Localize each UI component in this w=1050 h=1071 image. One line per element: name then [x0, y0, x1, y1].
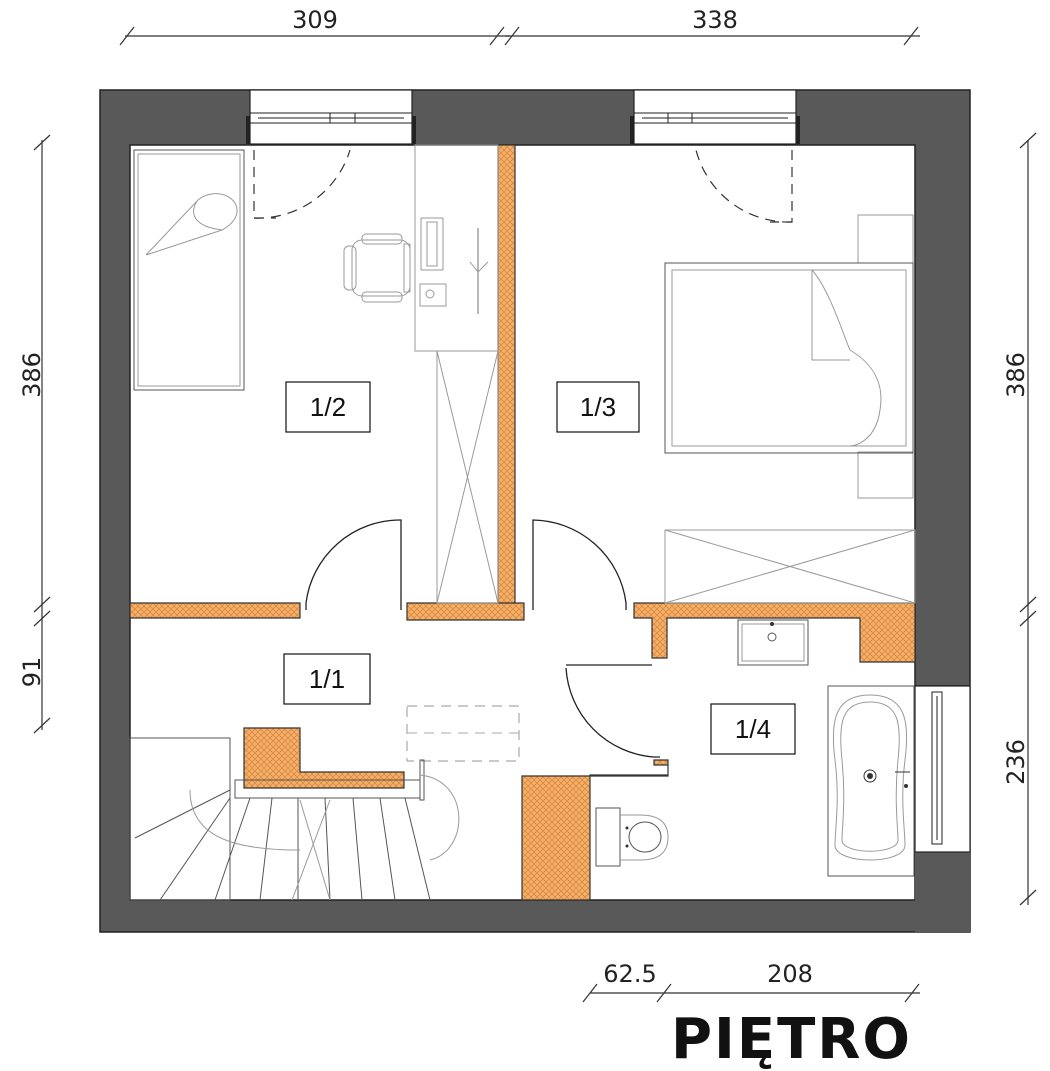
room-label-1-2: 1/2 — [285, 381, 371, 433]
svg-text:1/3: 1/3 — [580, 392, 616, 422]
office-chair — [343, 233, 411, 303]
dim-right-lower: 236 — [1002, 739, 1030, 785]
desk — [414, 144, 499, 352]
dim-bottom-left: 62.5 — [603, 960, 656, 988]
dim-bottom-right: 208 — [767, 960, 813, 988]
bed-double — [664, 214, 914, 499]
window-swing-right — [695, 149, 793, 223]
partition-walls — [129, 144, 916, 901]
dim-top-right: 338 — [692, 6, 738, 34]
dimension-lines — [33, 26, 1037, 1003]
room-label-1-4: 1/4 — [710, 703, 796, 755]
dim-top-left: 309 — [292, 6, 338, 34]
svg-text:1/1: 1/1 — [309, 664, 345, 694]
outer-wall-corner — [915, 852, 970, 932]
window-left — [246, 89, 416, 145]
washbasin — [737, 619, 809, 666]
door-room-13 — [532, 519, 627, 610]
wardrobe-right — [664, 529, 916, 604]
plan-title: PIĘTRO — [671, 1007, 912, 1071]
door-room-12 — [305, 519, 402, 610]
room-label-1-3: 1/3 — [556, 381, 640, 433]
svg-text:1/4: 1/4 — [735, 714, 771, 744]
svg-text:1/2: 1/2 — [310, 392, 346, 422]
dim-left-upper: 386 — [18, 352, 46, 398]
bathtub — [827, 685, 915, 877]
dim-left-lower: 91 — [18, 657, 46, 688]
window-swing-left — [253, 149, 351, 219]
window-right — [630, 89, 800, 145]
bed-single — [133, 149, 245, 391]
attic-hatch — [406, 705, 520, 762]
door-room-14 — [565, 664, 660, 758]
dim-right-upper: 386 — [1002, 352, 1030, 398]
wardrobe-left — [436, 350, 499, 604]
staircase — [129, 737, 460, 901]
window-bathroom — [914, 685, 971, 853]
toilet — [595, 807, 669, 867]
room-label-1-1: 1/1 — [283, 653, 371, 705]
